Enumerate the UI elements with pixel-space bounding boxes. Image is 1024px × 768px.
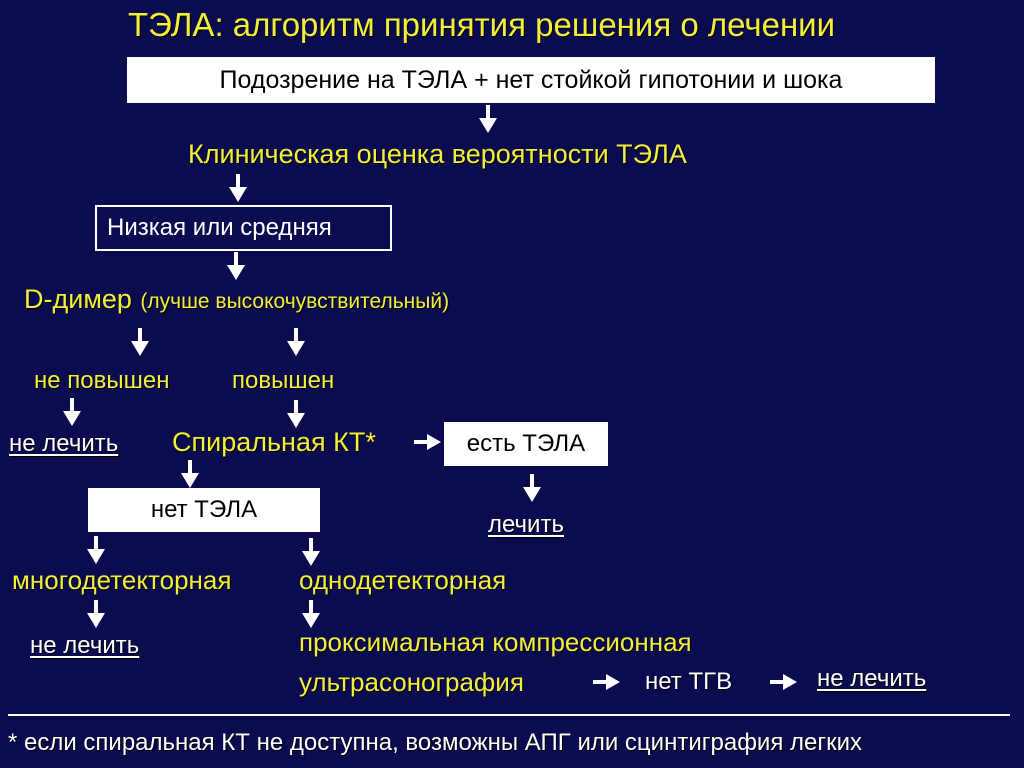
no-treat-label-3: не лечить (817, 665, 927, 692)
arrow-no-pe-to-multidetector (87, 536, 105, 564)
no-treat-label-1: не лечить (9, 430, 119, 457)
no-treat-label-2: не лечить (30, 632, 140, 659)
arrow-ct-to-pe-present (414, 434, 441, 450)
arrow-elevated-to-spiral-ct (287, 400, 305, 428)
d-dimer-text: D-димер (24, 284, 132, 314)
arrow-single-detector-to-ultrasound (302, 600, 320, 628)
arrow-multidetector-to-no-treat (87, 600, 105, 628)
clinical-assessment-label: Клиническая оценка вероятности ТЭЛА (188, 139, 687, 169)
no-pe-text: нет ТЭЛА (150, 496, 258, 523)
arrow-suspicion-to-assessment (479, 105, 497, 133)
arrow-d-dimer-to-not-elevated (131, 328, 149, 356)
treat-label: лечить (488, 511, 564, 538)
ultrasound-line-2: ультрасонография (299, 667, 524, 697)
low-or-medium-box: Низкая или средняя (95, 205, 392, 251)
not-elevated-label: не повышен (34, 367, 170, 394)
arrow-not-elevated-to-no-treat (63, 398, 81, 426)
no-pe-box: нет ТЭЛА (88, 488, 320, 532)
ultrasound-line-1: проксимальная компрессионная (299, 627, 692, 657)
suspicion-text: Подозрение на ТЭЛА + нет стойкой гипотон… (219, 65, 843, 94)
pe-present-text: есть ТЭЛА (466, 430, 586, 457)
arrow-low-to-d-dimer (227, 252, 245, 280)
arrow-no-pe-to-single-detector (302, 538, 320, 566)
footnote-divider (8, 714, 1010, 716)
arrow-ct-to-no-pe (181, 460, 199, 488)
arrow-no-dvt-to-no-treat (770, 674, 797, 690)
elevated-label: повышен (232, 367, 335, 394)
low-or-medium-text: Низкая или средняя (107, 214, 332, 241)
arrow-pe-present-to-treat (523, 474, 541, 502)
d-dimer-label: D-димер (лучше высокочувствительный) (24, 284, 449, 315)
multidetector-label: многодетекторная (12, 565, 232, 595)
d-dimer-note: (лучше высокочувствительный) (140, 290, 450, 313)
page-title: ТЭЛА: алгоритм принятия решения о лечени… (128, 6, 836, 43)
single-detector-label: однодетекторная (299, 565, 507, 595)
arrow-assessment-to-low (229, 174, 247, 202)
spiral-ct-label: Спиральная КТ* (172, 427, 376, 457)
pe-present-box: есть ТЭЛА (444, 422, 608, 466)
suspicion-box: Подозрение на ТЭЛА + нет стойкой гипотон… (127, 57, 935, 103)
no-dvt-label: нет ТГВ (645, 668, 733, 695)
arrow-ultrasound-to-no-dvt (593, 674, 620, 690)
footnote: * если спиральная КТ не доступна, возмож… (8, 729, 863, 756)
arrow-d-dimer-to-elevated (287, 328, 305, 356)
